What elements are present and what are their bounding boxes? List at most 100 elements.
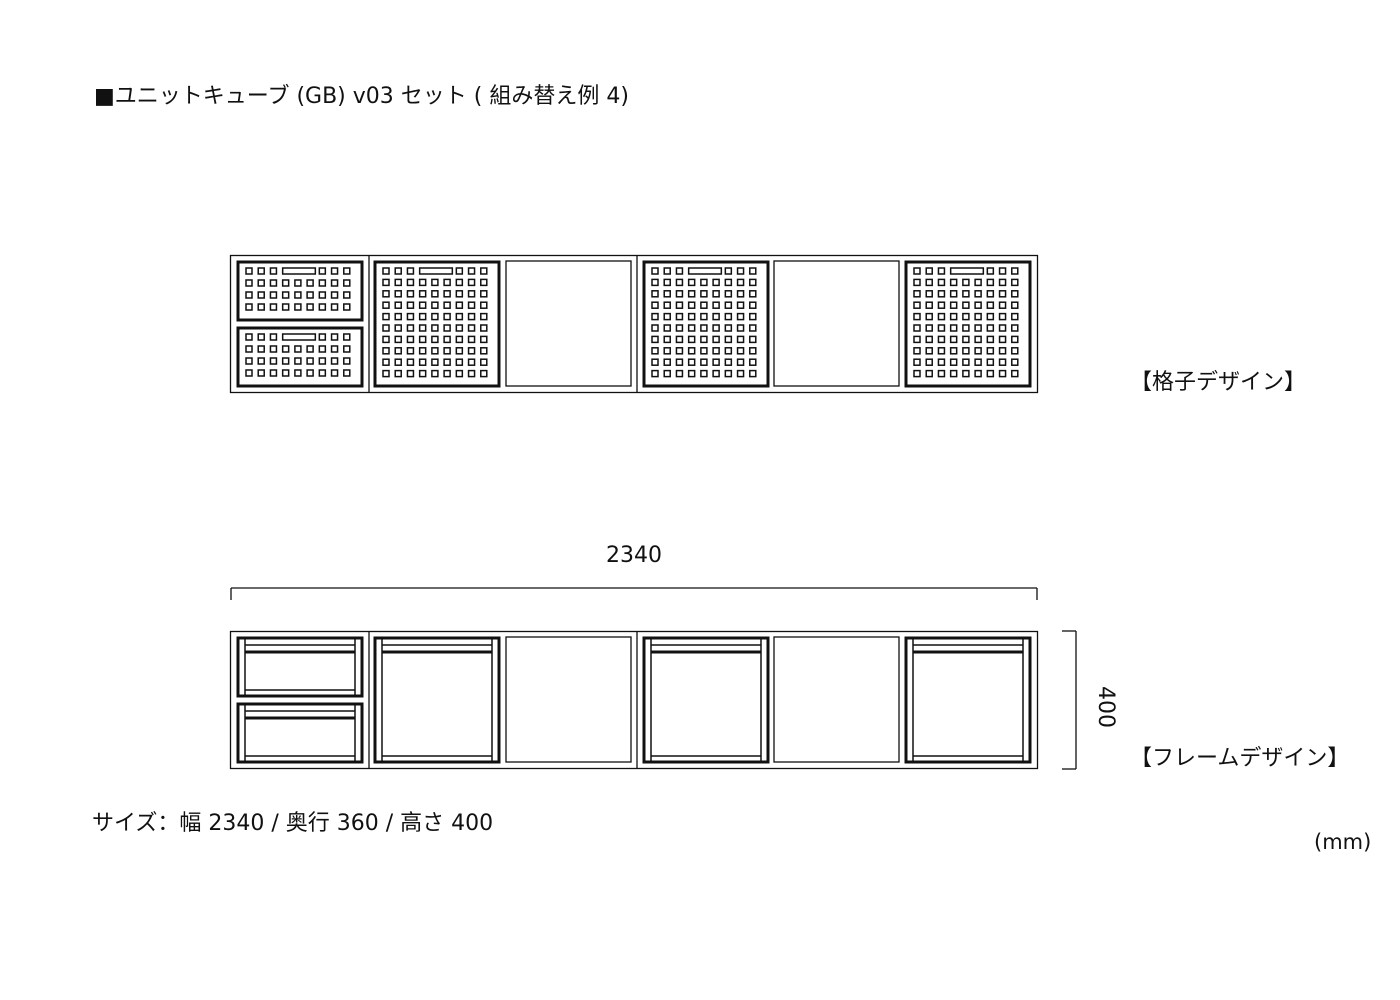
- grid-hole: [394, 347, 402, 355]
- grid-hole: [724, 301, 733, 309]
- grid-hole: [343, 303, 351, 311]
- grid-hole: [712, 369, 720, 378]
- grid-hole: [700, 358, 708, 366]
- grid-hole: [257, 291, 265, 299]
- grid-hole: [294, 291, 302, 299]
- grid-hole: [687, 312, 696, 321]
- grid-hole: [736, 312, 745, 321]
- frame-design-unit: [229, 630, 1039, 770]
- grid-hole: [749, 290, 757, 298]
- grid-hole: [245, 345, 253, 353]
- handle-slot: [687, 267, 723, 275]
- grid-hole: [925, 312, 933, 321]
- grid-hole: [724, 358, 733, 366]
- grid-hole: [675, 301, 684, 309]
- grid-hole: [294, 369, 302, 377]
- grid-hole: [724, 335, 733, 344]
- grid-hole: [974, 347, 982, 355]
- grid-hole: [687, 369, 696, 378]
- grid-hole: [651, 369, 659, 378]
- grid-hole: [245, 291, 253, 299]
- grid-hole: [736, 278, 745, 287]
- grid-hole: [986, 312, 995, 321]
- grid-hole: [257, 345, 265, 353]
- grid-hole: [651, 278, 659, 287]
- grid-hole: [294, 303, 302, 311]
- grid-hole: [343, 357, 351, 365]
- grid-hole: [257, 357, 265, 365]
- grid-hole: [467, 358, 476, 366]
- grid-hole: [651, 335, 659, 344]
- grid-hole: [749, 347, 757, 355]
- grid-hole: [318, 357, 327, 365]
- grid-hole: [974, 324, 982, 332]
- grid-hole: [925, 324, 933, 332]
- grid-hole: [712, 358, 720, 366]
- grid-hole: [925, 267, 933, 275]
- grid-hole: [687, 278, 696, 287]
- grid-hole: [651, 347, 659, 355]
- grid-hole: [712, 290, 720, 298]
- grid-hole: [257, 333, 265, 341]
- grid-hole: [406, 335, 415, 344]
- grid-hole: [712, 347, 720, 355]
- grid-hole: [937, 335, 946, 344]
- grid-hole: [245, 279, 253, 287]
- grid-hole: [431, 278, 439, 287]
- grid-hole: [675, 267, 684, 275]
- grid-hole: [998, 347, 1007, 355]
- grid-hole: [443, 290, 451, 298]
- grid-hole: [418, 324, 427, 332]
- grid-hole: [431, 301, 439, 309]
- grid-hole: [675, 369, 684, 378]
- grid-hole: [749, 267, 757, 275]
- grid-hole: [467, 312, 476, 321]
- unit-text: (mm): [1314, 830, 1372, 854]
- grid-hole: [269, 333, 278, 341]
- grid-hole: [986, 324, 995, 332]
- grid-hole: [913, 290, 921, 298]
- grid-hole: [949, 369, 958, 378]
- grid-hole: [675, 347, 684, 355]
- grid-hole: [712, 278, 720, 287]
- handle-slot: [281, 333, 317, 341]
- grid-hole: [937, 347, 946, 355]
- grid-hole: [712, 335, 720, 344]
- grid-hole: [330, 279, 339, 287]
- grid-drawer-front: [236, 260, 364, 322]
- grid-hole: [480, 301, 488, 309]
- width-dimension: 2340: [606, 543, 662, 568]
- grid-hole: [257, 303, 265, 311]
- grid-hole: [937, 290, 946, 298]
- grid-hole: [937, 267, 946, 275]
- grid-hole: [318, 267, 327, 275]
- grid-hole: [455, 369, 464, 378]
- grid-hole: [974, 312, 982, 321]
- grid-hole: [382, 335, 390, 344]
- grid-hole: [418, 358, 427, 366]
- grid-hole: [269, 267, 278, 275]
- grid-hole: [925, 301, 933, 309]
- frame-drawer-front: [236, 702, 364, 764]
- grid-hole: [687, 301, 696, 309]
- grid-hole: [651, 267, 659, 275]
- grid-hole: [480, 267, 488, 275]
- grid-hole: [749, 324, 757, 332]
- grid-hole: [330, 291, 339, 299]
- grid-hole: [1011, 347, 1019, 355]
- grid-hole: [925, 290, 933, 298]
- grid-hole: [330, 357, 339, 365]
- grid-hole: [418, 278, 427, 287]
- grid-hole: [986, 369, 995, 378]
- grid-hole: [962, 358, 970, 366]
- grid-hole: [431, 347, 439, 355]
- grid-hole: [925, 278, 933, 287]
- grid-hole: [343, 333, 351, 341]
- grid-hole: [343, 279, 351, 287]
- grid-hole: [651, 290, 659, 298]
- grid-hole: [974, 290, 982, 298]
- grid-hole: [736, 267, 745, 275]
- grid-hole: [269, 357, 278, 365]
- grid-hole: [663, 369, 671, 378]
